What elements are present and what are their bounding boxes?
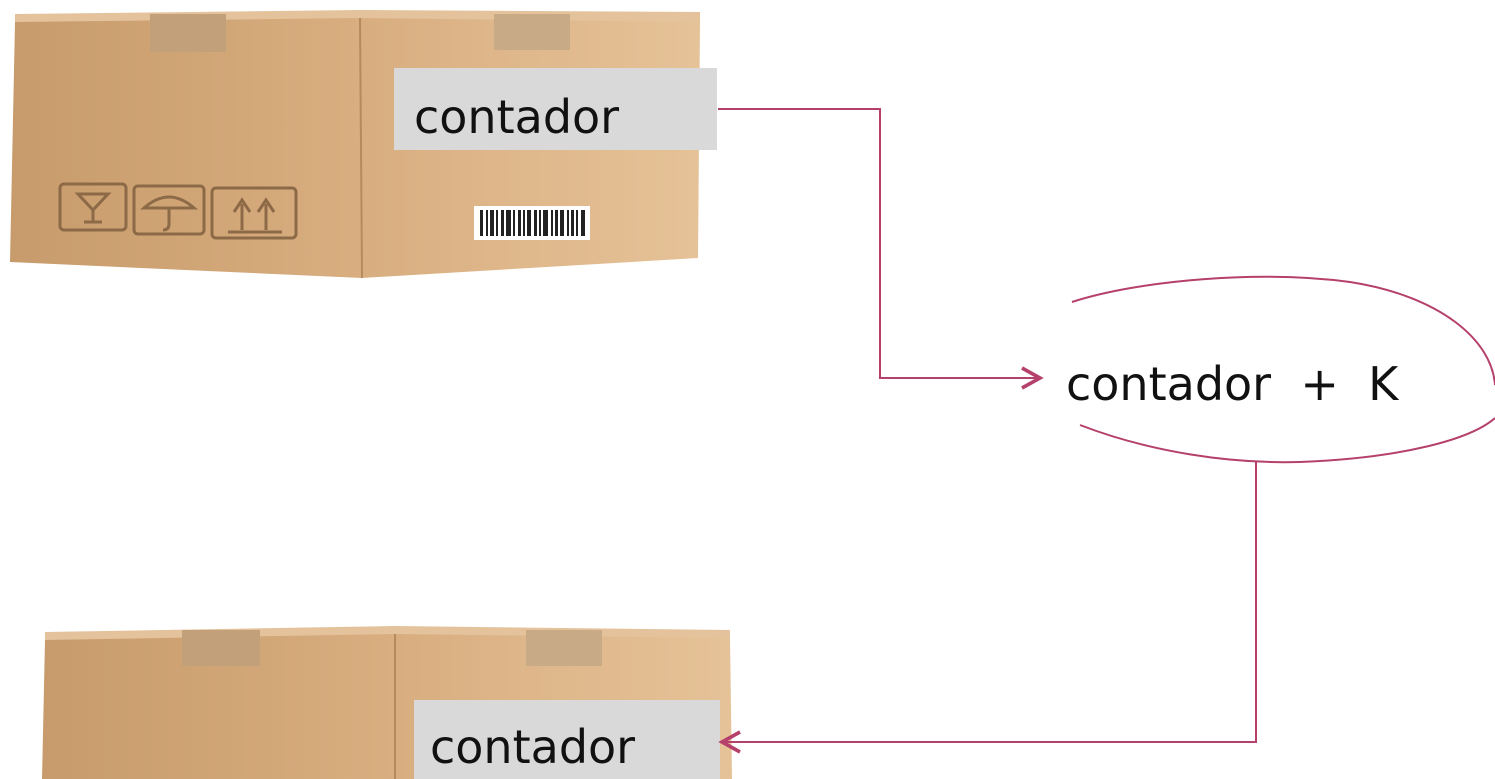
operation-node: contador + K bbox=[1066, 275, 1495, 464]
barcode-bar bbox=[551, 210, 553, 236]
operation-ellipse-upper-arc bbox=[1071, 275, 1495, 386]
barcode-bar bbox=[560, 210, 564, 236]
barcode-bar bbox=[576, 210, 578, 236]
top-box-label: contador bbox=[414, 90, 619, 144]
barcode bbox=[474, 206, 590, 240]
umbrella-icon bbox=[132, 184, 206, 236]
operation-ellipse-lower-arc bbox=[1079, 417, 1495, 464]
barcode-bar bbox=[501, 210, 504, 236]
barcode-bar bbox=[506, 210, 511, 236]
operation-label: contador + K bbox=[1066, 357, 1400, 411]
barcode-bar bbox=[543, 210, 548, 236]
barcode-bar bbox=[567, 210, 569, 236]
barcode-bar bbox=[581, 210, 585, 236]
bottom-box-label: contador bbox=[430, 720, 635, 774]
barcode-bar bbox=[490, 210, 494, 236]
barcode-bar bbox=[539, 210, 541, 236]
connector-top-to-operation bbox=[718, 108, 1044, 390]
bottom-cardboard-box: contador bbox=[42, 626, 732, 779]
barcode-bar bbox=[527, 210, 531, 236]
this-side-up-icon bbox=[210, 186, 298, 240]
barcode-bar bbox=[555, 210, 558, 236]
barcode-bar bbox=[480, 210, 483, 236]
barcode-bar bbox=[513, 210, 515, 236]
barcode-bar bbox=[486, 210, 488, 236]
barcode-bar bbox=[496, 210, 498, 236]
top-cardboard-box: contador bbox=[10, 10, 717, 279]
barcode-bar bbox=[571, 210, 574, 236]
barcode-bar bbox=[518, 210, 521, 236]
fragile-icon bbox=[58, 182, 128, 232]
barcode-bar bbox=[523, 210, 525, 236]
barcode-bar bbox=[534, 210, 537, 236]
top-box-label-background bbox=[394, 68, 717, 150]
connector-operation-to-bottom bbox=[718, 462, 1257, 754]
bottom-box-label-background bbox=[414, 700, 720, 779]
